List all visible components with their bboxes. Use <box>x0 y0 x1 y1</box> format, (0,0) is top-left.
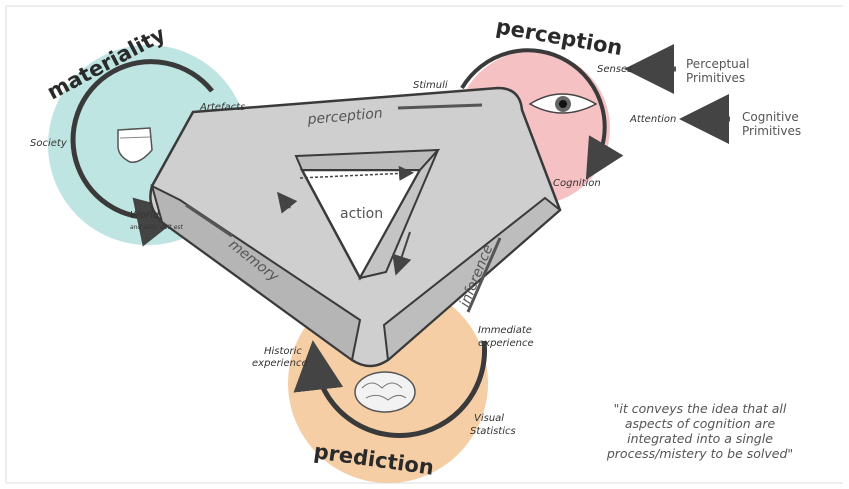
quote-line-4: process/mistery to be solved" <box>606 446 793 461</box>
attention-label: Attention <box>629 114 676 125</box>
action-label: action <box>340 206 383 222</box>
action-arrow-right <box>392 231 412 276</box>
quote-line-1: "it conveys the idea that all <box>614 401 787 416</box>
visual-statistics-line1: Visual <box>474 413 504 424</box>
visual-statistics-line2: Statistics <box>470 426 516 437</box>
world-label: World <box>130 210 160 221</box>
perception-side-line <box>397 103 483 110</box>
quote-line-2: aspects of cognition are <box>625 416 776 431</box>
stimuli-label: Stimuli <box>413 80 448 91</box>
historic-experience-line2: experience <box>252 358 308 369</box>
quote-line-3: integrated into a single <box>627 431 773 446</box>
perceptual-primitives-line1: Perceptual <box>686 57 749 71</box>
senses-label: Senses <box>597 64 632 75</box>
cognitive-primitives-line2: Primitives <box>742 124 801 138</box>
immediate-experience-line1: Immediate <box>478 325 532 336</box>
action-arrow-left <box>277 191 298 214</box>
action-arrow-top <box>299 165 414 181</box>
brain-icon <box>354 371 416 413</box>
prediction-cycle-arrow <box>293 340 488 439</box>
cognition-label: Cognition <box>553 178 601 189</box>
world-sublabel: and soils, delt est <box>130 224 184 231</box>
artefact-icon <box>117 127 153 163</box>
artefacts-label: Artefacts <box>199 102 245 113</box>
perception-side-label: perception <box>306 105 383 128</box>
perception-cycle-arrow <box>460 48 624 180</box>
eye-icon <box>528 93 598 114</box>
perceptual-primitives-line2: Primitives <box>686 71 745 85</box>
artefact-icon-line <box>119 136 151 139</box>
inference-side-line <box>466 237 502 313</box>
historic-experience-line1: Historic <box>264 346 302 357</box>
triangle-solid <box>149 86 562 368</box>
memory-side-line <box>185 203 233 238</box>
cognitive-primitives-line1: Cognitive <box>742 110 799 124</box>
materiality-cycle-arrow <box>70 59 214 247</box>
immediate-experience-line2: experience <box>478 338 534 349</box>
society-label: Society <box>30 138 68 149</box>
